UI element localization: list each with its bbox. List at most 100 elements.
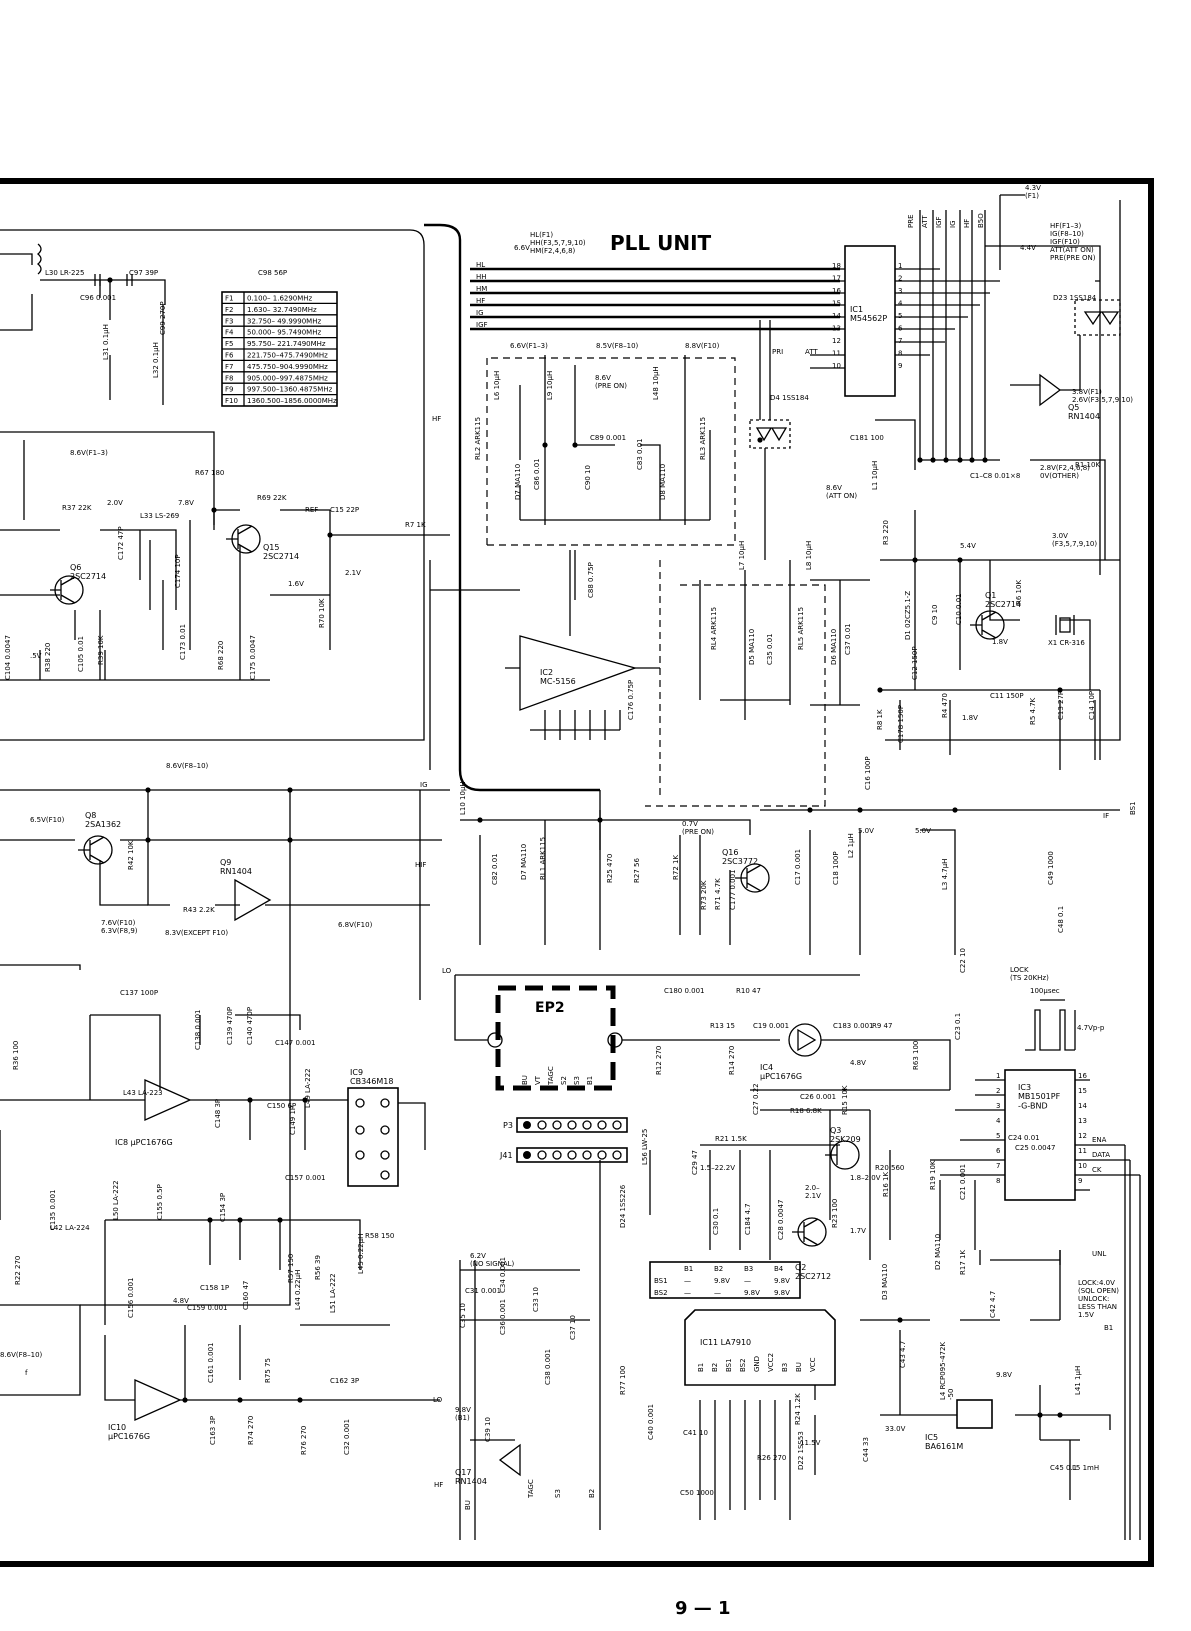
component-label: C44 33	[862, 1437, 870, 1462]
connector-j41	[516, 1147, 628, 1163]
component-label: D22 1SS53	[797, 1431, 805, 1470]
freq-band-name: F5	[225, 340, 233, 348]
net-label: HIF	[415, 861, 426, 869]
component-label: L9 10µH	[546, 371, 554, 400]
ic1-pin-left: 10	[832, 362, 841, 370]
component-label: C174 10P	[174, 554, 182, 588]
ic1-pin-right: 5	[898, 312, 902, 320]
connector-p3-label: P3	[503, 1121, 513, 1130]
bs-table-cell: B1	[684, 1265, 693, 1273]
pins: HLHHHMHFIGIGF181716151413121110123456789…	[107, 213, 1110, 1418]
bs-table-frame	[649, 1261, 801, 1299]
voltage-annotation: 4.8V	[173, 1297, 189, 1305]
component-label: C154 3P	[219, 1193, 227, 1222]
freq-band-name: F9	[225, 386, 233, 394]
connector-pin	[552, 1150, 562, 1160]
annotations: HL(F1)HH(F3,5,7,9,10)HM(F2,4,6,8)6.6VHF(…	[0, 184, 1133, 1447]
component-label: C183 0.001	[833, 1022, 874, 1030]
bs-table-cell: 9.8V	[744, 1289, 760, 1297]
component-label: R18 6.8K	[790, 1107, 822, 1115]
net-label: B2	[588, 1489, 596, 1498]
ic1-pin-right: 4	[898, 300, 903, 308]
voltage-annotation: 8.6V(F1–3)	[70, 449, 108, 457]
freq-band-name: F4	[225, 329, 234, 337]
transistor-q1	[970, 610, 1005, 640]
bs-table-cell: B2	[714, 1265, 723, 1273]
junction-dot	[1057, 687, 1063, 693]
ep2-pin-label: TAGC	[547, 1066, 555, 1086]
q5-buffer	[1010, 335, 1106, 560]
bs-table-cell: 9.8V	[714, 1277, 730, 1285]
component-label: D3 MA110	[881, 1264, 889, 1300]
component-label: C34 0.001	[499, 1257, 507, 1293]
junction-dot	[912, 557, 918, 563]
component-label: C155 0.5P	[156, 1184, 164, 1220]
component-label: R1 10K	[1075, 461, 1100, 469]
connector-pin	[612, 1150, 622, 1160]
ic3-pin-left: 1	[996, 1072, 1000, 1080]
freq-band-range: 475.750–904.9990MHz	[247, 363, 328, 371]
connector-pin	[597, 1150, 607, 1160]
component-label: C148 3P	[214, 1099, 222, 1128]
component-label: C1–C8 0.01×8	[970, 472, 1020, 480]
component-label: C30 0.1	[712, 1208, 720, 1235]
component-label: R68 220	[217, 641, 225, 670]
ic1-pin-right: 3	[898, 287, 902, 295]
ic1-pin-left: 18	[832, 262, 841, 270]
voltage-annotation: 2.8V(F2,4,6,8)0V(OTHER)	[1040, 464, 1090, 480]
ic11-pin-label: VCC	[809, 1357, 817, 1372]
ic11-pin-label: B3	[781, 1363, 789, 1372]
component-label: C137 100P	[120, 989, 158, 997]
ic1-pin-left: 17	[832, 275, 841, 283]
component-label: C21 0.001	[959, 1164, 967, 1200]
ic11-label: IC11 LA7910	[700, 1338, 751, 1347]
component-label: R22 270	[14, 1256, 22, 1285]
component-label: R19 10K	[929, 1160, 937, 1190]
component-label: C175 0.0047	[249, 635, 257, 680]
junction-dot	[207, 1217, 213, 1223]
component-label: R37 22K	[62, 504, 92, 512]
bs-table-cell: BS1	[654, 1277, 668, 1285]
component-label: C15 22P	[330, 506, 359, 514]
component-label: C177 0.001	[729, 869, 737, 910]
transistor-q3	[825, 1140, 860, 1170]
ic3-pin-right: 15	[1078, 1087, 1087, 1095]
component-label: L4 RCP095-472K-50	[939, 1342, 955, 1400]
bs-table-cell: 9.8V	[774, 1289, 790, 1297]
junction-dot	[917, 457, 923, 463]
component-label: C28 0.0047	[777, 1199, 785, 1240]
ic3-pll	[930, 1069, 1141, 1540]
net-label: ATT	[805, 348, 818, 356]
component-label: D7 MA110	[514, 464, 522, 500]
component-label: C98 56P	[258, 269, 287, 277]
component-label: R63 100	[912, 1041, 920, 1070]
net-label: IG	[420, 781, 428, 789]
q1-osc	[875, 200, 1121, 770]
freq-band-name: F2	[225, 306, 233, 314]
component-label: L2 1µH	[847, 833, 855, 858]
ic1-pin-left: 16	[832, 287, 841, 295]
component-label: R58 150	[365, 1232, 394, 1240]
voltage-annotation: 5.4V	[960, 542, 976, 550]
component-label: C150 6P	[267, 1102, 296, 1110]
d23-diodes	[1074, 299, 1121, 336]
ic2-amp	[429, 550, 660, 770]
net-label: HF	[434, 1481, 443, 1489]
bus-line-label: HH	[476, 273, 487, 281]
band-bus	[424, 223, 840, 792]
ic3-pin-right: 10	[1078, 1162, 1087, 1170]
voltage-annotation: 1.8V	[962, 714, 978, 722]
freq-band-range: 1360.500–1856.0000MHz	[247, 397, 337, 405]
junction-dot	[145, 837, 151, 843]
top-bus-label: B5O	[977, 213, 985, 228]
frame-border	[0, 178, 1154, 1567]
connector-pin	[597, 1120, 607, 1130]
component-label: R39 10K	[97, 635, 105, 665]
component-label: C178 150P	[897, 705, 905, 743]
component-label: C35 10	[459, 1303, 467, 1328]
connector-pin	[567, 1120, 577, 1130]
component-label: L51 LA-222	[329, 1273, 337, 1313]
